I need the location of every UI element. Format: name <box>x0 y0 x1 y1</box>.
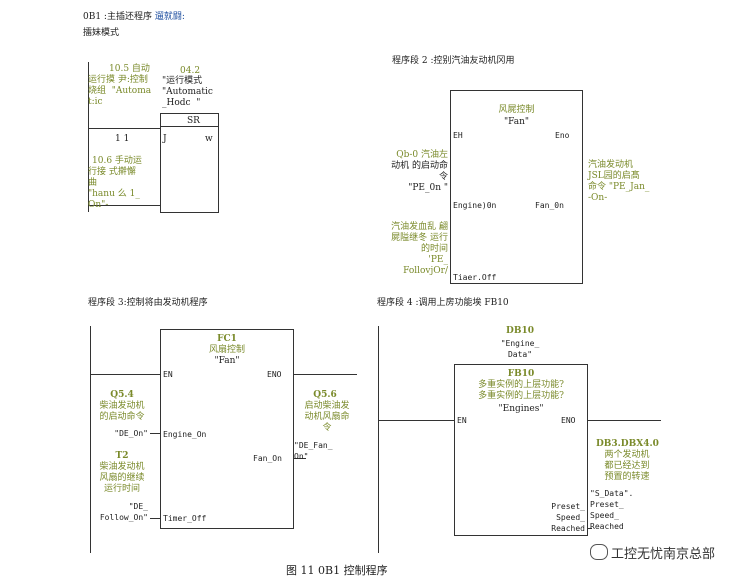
net2-in1-addr: Qb-0 汽油左 <box>396 150 448 160</box>
net2-out-text: 汽油发动机 JSL园的启髙 命令 "PE_Jan_ -On- <box>588 160 650 203</box>
net1-contact2-addr: 10.6 手动运 <box>92 156 142 166</box>
net4-out-sym: "S_Data". Preset_ Speed_ Reached <box>590 489 634 531</box>
wechat-icon <box>590 544 608 560</box>
net3-out-addr: Q5.6 <box>313 390 337 400</box>
fb10-eno-pin: ENO <box>561 416 576 425</box>
header-subtitle: 擂妹模式 <box>83 28 120 38</box>
net1-wire-1 <box>88 128 160 129</box>
net3-in2-text: 柴油发动机 风扇的继续 运行时间 <box>99 462 145 494</box>
net2-in2-pin: Tiaer.Off <box>453 273 497 282</box>
net3-in1-text: 柴油发动机 的启动命令 <box>99 401 145 422</box>
fc1-addr: FC1 <box>217 334 237 344</box>
net3-out-sym: "DE_Fan_ On" <box>294 441 333 461</box>
net2-title: 程序段 2 :控别汽油友动机冈用 <box>392 56 515 66</box>
net4-out-text: 两个发动机 都已经达到 预置的转速 <box>604 450 650 482</box>
fb10-en-pin: EN <box>457 416 467 425</box>
net2-eno-pin: Eno <box>555 131 570 140</box>
net3-power-rail <box>90 326 91 553</box>
sr-q-pin: w <box>205 134 213 144</box>
net1-contact2-text: 行接 式擀懈 曲 "hanu 么 1_ On"- <box>88 167 140 210</box>
sr-header-line <box>161 126 218 127</box>
sr-block: SR J w <box>160 113 219 213</box>
db10-addr: DB10 <box>506 326 534 336</box>
fc1-title: 风扇控制 <box>208 345 245 355</box>
net2-out1-pin: Fan_0n <box>535 201 564 210</box>
fc1-out1-pin: Fan_On <box>253 454 282 463</box>
fc1-name: "Fan" <box>214 356 240 366</box>
figure-caption: 图 11 0B1 控制程序 <box>286 564 388 577</box>
watermark: 工控无忧南京总部 <box>590 543 715 562</box>
net2-fan-block: 风屍控制 "Fan" EH Eno Engine)0n Fan_0n Tiaer… <box>450 90 583 284</box>
net1-wire-2 <box>88 205 160 206</box>
net1-rung-mark: 1 1 <box>115 134 130 144</box>
sr-s-pin: J <box>163 134 167 144</box>
net4-out-wire <box>586 528 592 529</box>
fb10-name: "Engines" <box>498 404 544 414</box>
net2-in1-text: 动机 的启动命 令 "PE_0n " <box>391 161 448 193</box>
net3-in1-wire <box>150 433 160 434</box>
net3-in2-addr: T2 <box>115 451 129 461</box>
net1-sr-text: "运行模式 "Automatic _Hodc " <box>162 76 213 108</box>
net4-en-wire <box>378 420 454 421</box>
net1-contact1-addr: 10.5 自动 <box>109 64 150 74</box>
fc1-block: FC1 风扇控制 "Fan" EN ENO Engine_On Fan_On T… <box>160 329 294 529</box>
watermark-text: 工控无忧南京总部 <box>611 547 716 562</box>
net2-in2-text: 汽油发血乱 翩 屍隘继冬 运行 的时间 'PE_ FollovjOr/ <box>391 222 448 276</box>
fb10-addr: FB10 <box>507 369 535 379</box>
fc1-in2-pin: Timer_Off <box>163 514 207 523</box>
header-ob-label: 0B1 :主插还程序 遛就闘: <box>83 12 185 22</box>
fb10-block: FB10 多重实例的上层功能? 多重实例的上层功能? "Engines" EN … <box>454 364 588 536</box>
sr-label: SR <box>187 116 200 126</box>
fc1-eno-pin: ENO <box>267 370 282 379</box>
net3-in1-addr: Q5.4 <box>110 390 134 400</box>
net3-in1-sym: "DE_On" <box>114 429 148 438</box>
fb10-out1-pin: Preset_ Speed_ Reached <box>551 502 585 533</box>
fc1-in1-pin: Engine_On <box>163 430 207 439</box>
net2-block-name: "Fan" <box>503 117 530 127</box>
net3-in2-sym: "DE_ Follow_On" <box>99 502 148 522</box>
ob-label: 0B1 :主插还程序 <box>83 12 152 22</box>
net3-out-text: 启动柴油发 动机风扇命 令 <box>304 401 350 433</box>
net2-in1-pin: Engine)0n <box>453 201 497 210</box>
net1-contact1-text: 运行摸 尹:控制 烧组 "Automa t:ic <box>88 75 152 107</box>
net4-eno-wire <box>586 420 661 421</box>
net3-en-wire <box>90 374 160 375</box>
fb10-title: 多重实例的上层功能? 多重实例的上层功能? <box>478 380 564 401</box>
net3-title: 程序段 3:控制将由发动机程序 <box>88 298 208 308</box>
net3-in2-wire <box>150 518 160 519</box>
ob-comment: 遛就闘: <box>154 12 185 22</box>
net3-eno-wire <box>292 374 357 375</box>
net1-sr-addr: 04.2 <box>180 66 201 76</box>
net2-en-pin: EH <box>453 131 463 140</box>
net4-title: 程序段 4 :调用上房功能埃 FB10 <box>377 298 509 308</box>
fc1-en-pin: EN <box>163 370 173 379</box>
net4-power-rail <box>378 326 379 553</box>
db10-sym: "Engine_ Data" <box>500 339 540 359</box>
net2-block-title: 风屍控制 <box>498 105 535 115</box>
net1-power-rail <box>88 62 89 212</box>
net4-out-addr: DB3.DBX4.0 <box>596 439 659 449</box>
net3-out-wire <box>292 458 306 459</box>
